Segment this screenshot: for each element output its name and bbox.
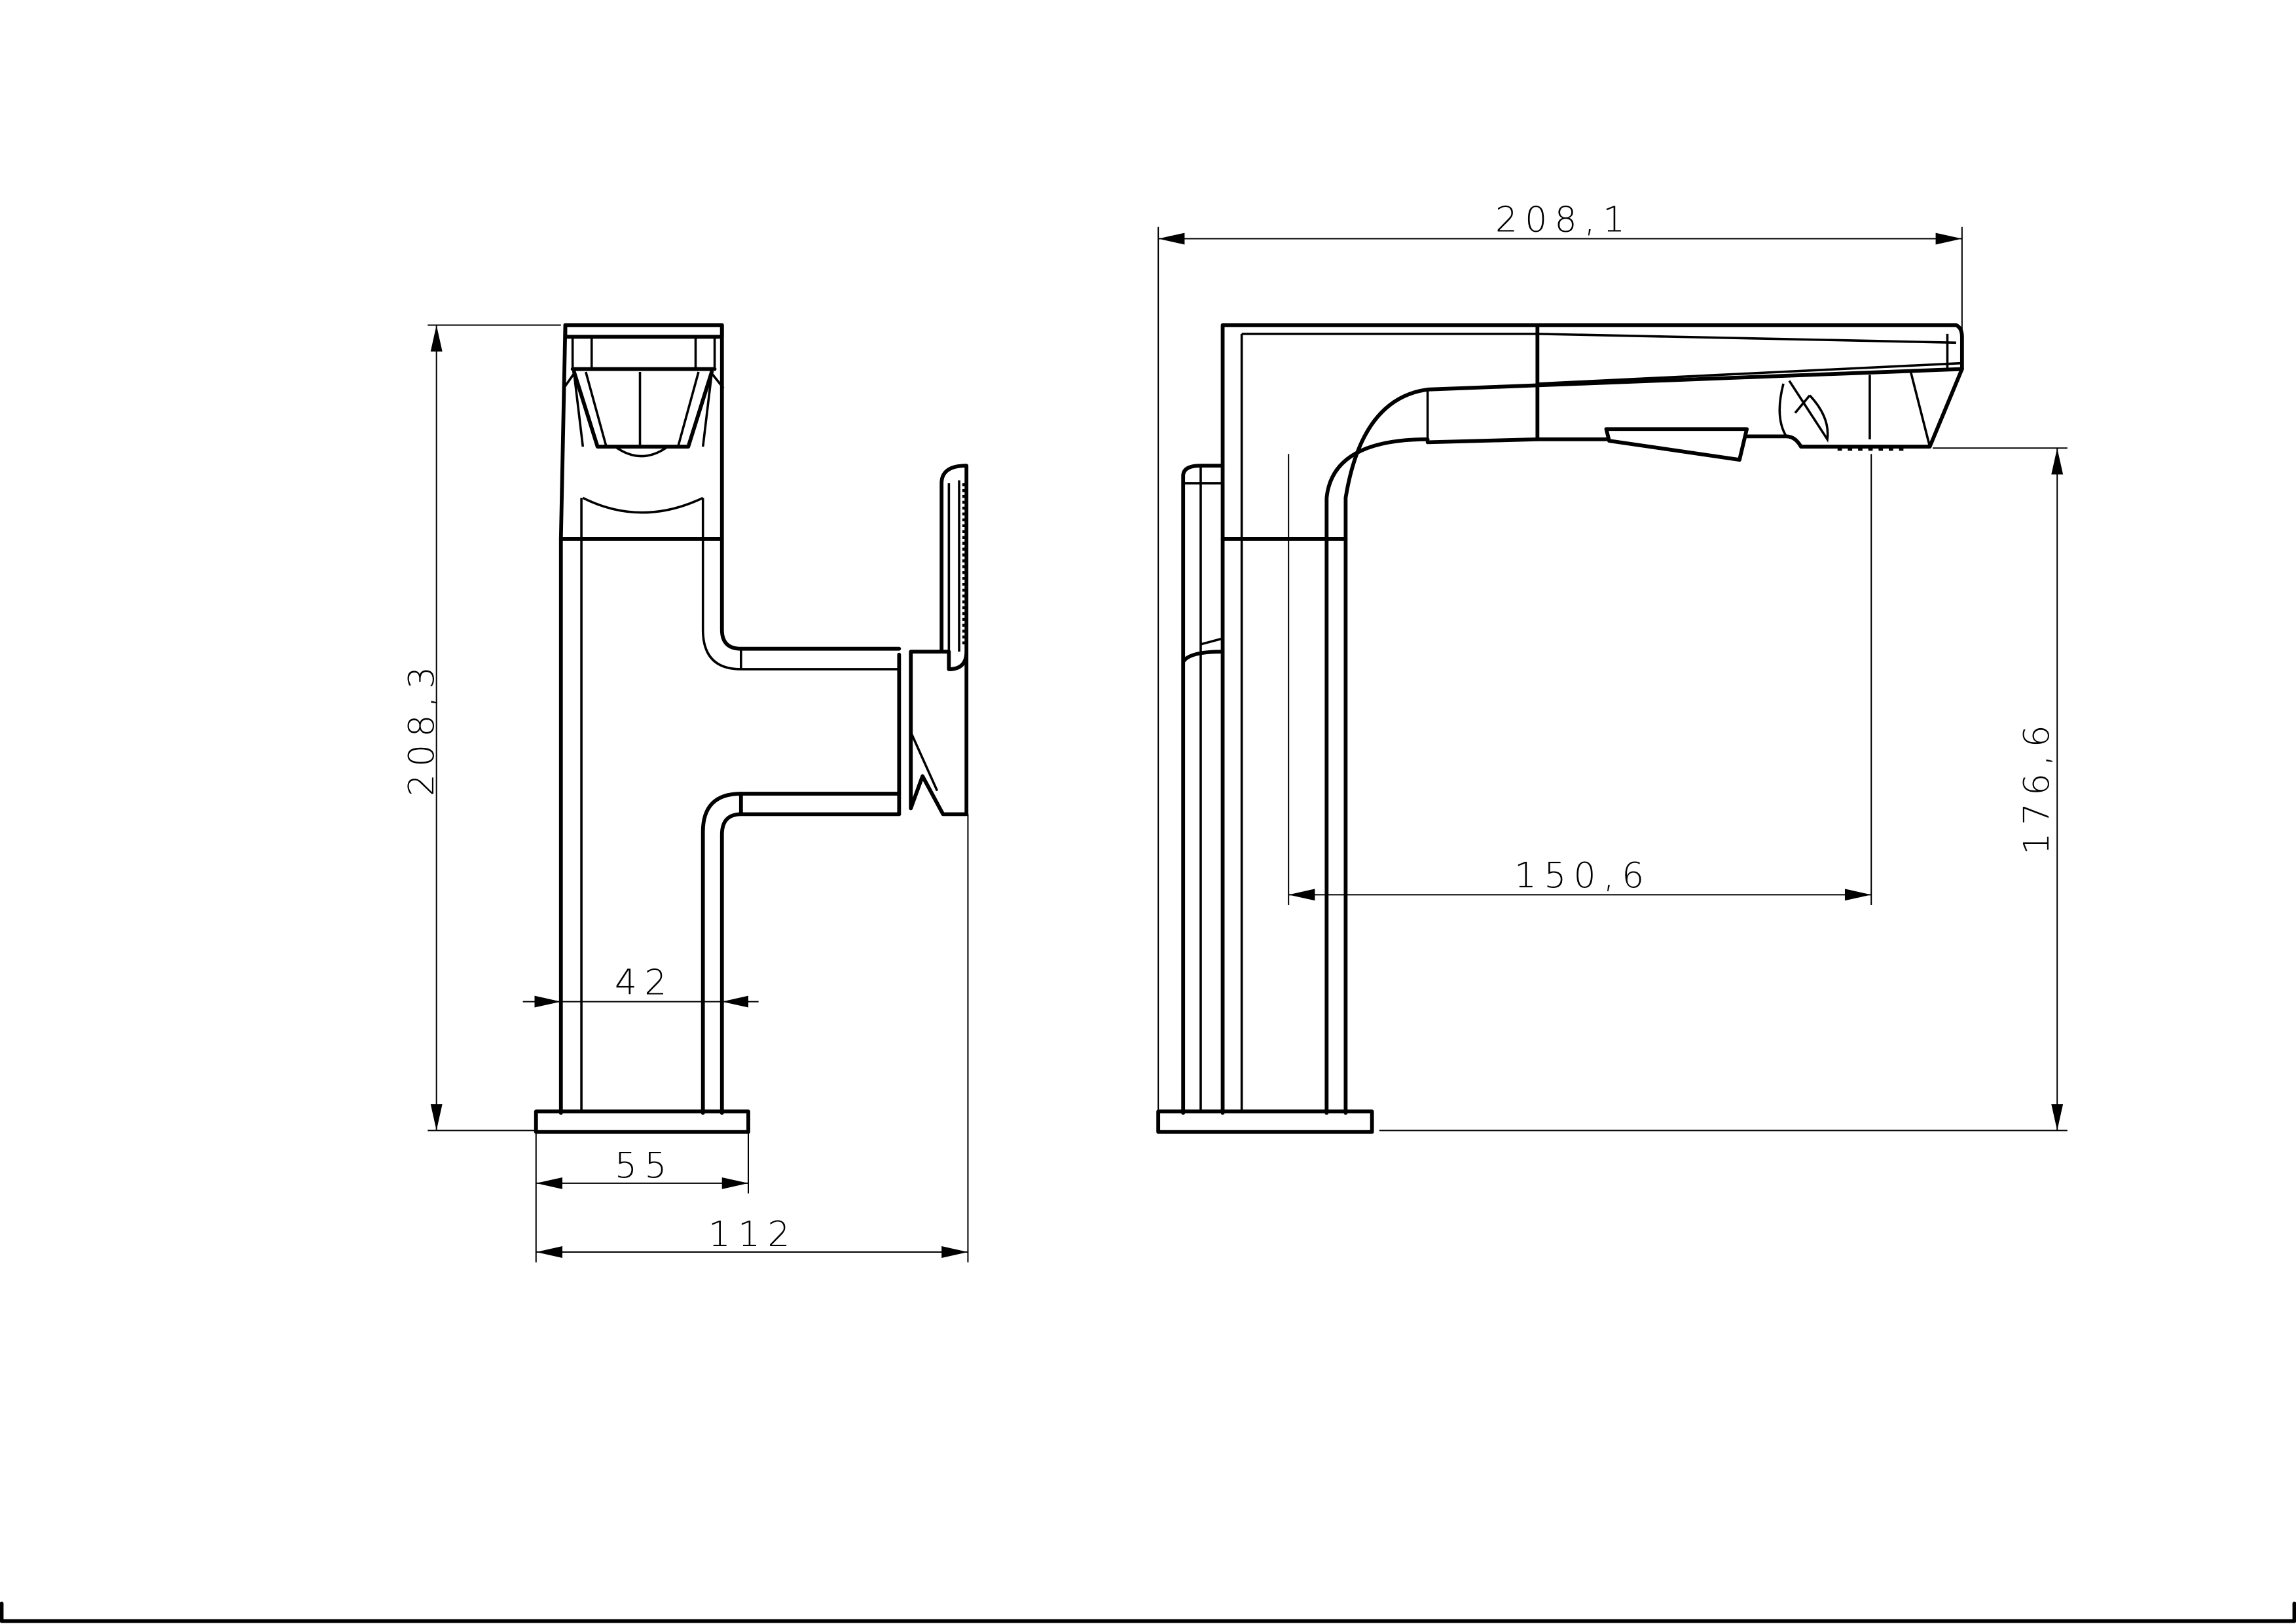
sheet-border xyxy=(0,1601,2296,1623)
dimension-length-208-1: 208,1 xyxy=(1157,198,1963,1113)
dimension-reach-150-6: 150,6 xyxy=(1288,454,1872,906)
dimension-base-width-55: 55 xyxy=(535,1132,750,1263)
faucet-side-outline xyxy=(1156,323,1964,1134)
dimension-body-width-42: 42 xyxy=(522,961,759,1008)
dimension-spout-height-176-6: 176,6 xyxy=(1379,447,2068,1132)
front-view: 208,3 42 55 112 xyxy=(401,323,969,1263)
side-view: 208,1 150,6 176,6 xyxy=(1156,198,2068,1134)
dimension-label-length: 208,1 xyxy=(1495,198,1633,240)
dimension-height-208-3: 208,3 xyxy=(401,324,561,1132)
dimension-label-base-width: 55 xyxy=(615,1145,674,1186)
dimension-label-depth: 112 xyxy=(708,1213,797,1255)
dimension-label-body-width: 42 xyxy=(615,961,674,1003)
dimension-depth-112: 112 xyxy=(536,814,969,1263)
dimension-label-spout-height: 176,6 xyxy=(2016,718,2057,855)
dimension-label-reach: 150,6 xyxy=(1514,855,1652,896)
faucet-front-outline xyxy=(534,323,969,1134)
dimension-label-height: 208,3 xyxy=(401,659,442,797)
